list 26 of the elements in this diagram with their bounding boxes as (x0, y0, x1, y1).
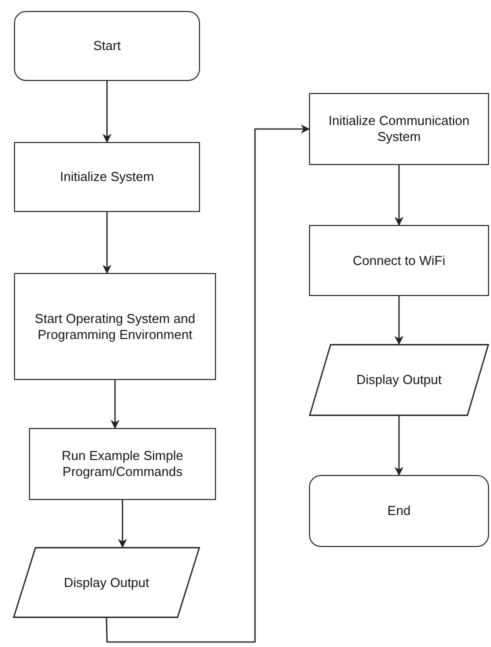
node-label: Start (93, 38, 121, 54)
node-label: Run Example Simple Program/Commands (60, 448, 184, 480)
arrow (118, 500, 128, 548)
io-parallelogram (309, 344, 489, 416)
node-label: Initialize System (60, 169, 154, 185)
process-box (14, 142, 200, 212)
node-label: End (387, 503, 411, 519)
terminal-box (14, 11, 200, 81)
process-box (309, 225, 489, 296)
node-label: Start Operating System and Programming Environment (34, 310, 196, 342)
node-label: Display Output (356, 372, 442, 388)
arrow (110, 380, 120, 429)
process-box (14, 273, 216, 380)
terminal-box (309, 475, 489, 547)
arrow (394, 416, 404, 476)
arrow (394, 296, 404, 345)
node-label: Initialize Communication System (328, 113, 470, 145)
process-box (29, 428, 216, 500)
arrow (102, 81, 112, 143)
io-parallelogram (13, 547, 200, 618)
node-label: Display Output (64, 574, 150, 590)
node-label: Connect to WiFi (352, 252, 446, 268)
process-box (309, 93, 489, 165)
arrow (106, 124, 310, 643)
arrow (102, 212, 112, 274)
arrow (394, 165, 404, 226)
